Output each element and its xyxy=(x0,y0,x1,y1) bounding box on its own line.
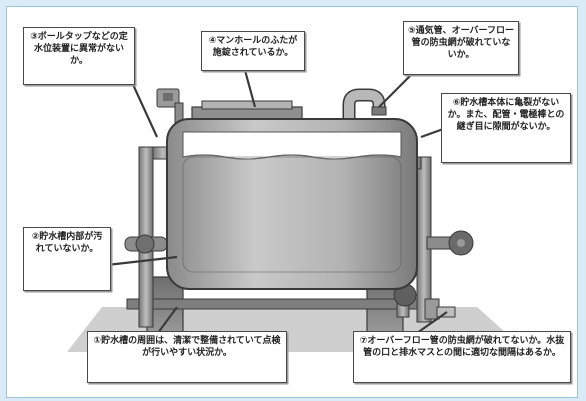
ball-tap-device xyxy=(156,88,184,126)
callout-vent-pipe: ⑤通気管、オーバーフロー管の防虫網が破れていないか。 xyxy=(403,21,519,75)
callout-surroundings: ①貯水槽の周囲は、清潔で整備されていて点検が行いやすい状況か。 xyxy=(87,331,287,383)
callout-tank-interior: ②貯水槽内部が汚れていないか。 xyxy=(23,227,111,291)
tank-body xyxy=(166,118,418,290)
manhole-cover xyxy=(191,100,303,120)
right-drain-pipe xyxy=(402,156,474,323)
vent-pipe xyxy=(342,88,387,125)
callout-manhole: ④マンホールのふたが施錠されているか。 xyxy=(201,31,305,71)
diagram-frame: ③ボールタップなどの定水位装置に異常がないか。 ④マンホールのふたが施錠されてい… xyxy=(6,6,578,398)
callout-ball-tap: ③ボールタップなどの定水位装置に異常がないか。 xyxy=(23,27,135,85)
callout-tank-cracks: ⑥貯水槽本体に亀裂がないか。また、配管・電極棒との継ぎ目に隙間がないか。 xyxy=(441,93,571,163)
callout-overflow-drain: ⑦オーバーフロー管の防虫網が破れてないか。水抜管の口と排水マスとの間に適切な間隔… xyxy=(353,331,571,383)
